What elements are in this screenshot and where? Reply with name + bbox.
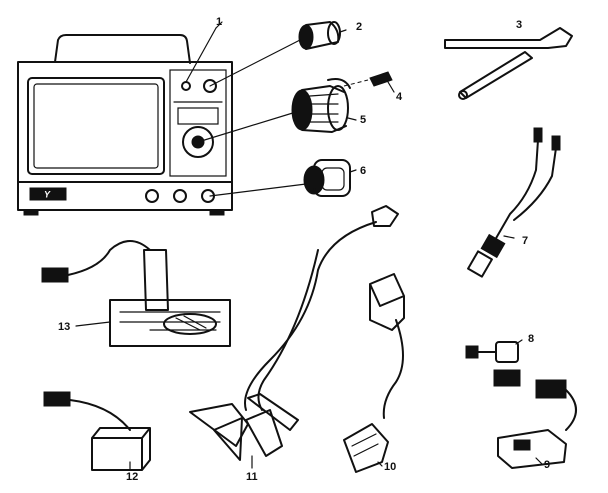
- knob-cap-part: [298, 21, 341, 50]
- sensor-harness-part: [41, 240, 231, 347]
- brand-mark: Y: [44, 190, 51, 200]
- y-cable-part: [467, 127, 561, 278]
- callout-1: 1: [216, 16, 222, 28]
- wrench-tool-part: [444, 27, 573, 100]
- callout-3: 3: [516, 19, 522, 31]
- brand-badge: [29, 187, 67, 201]
- callout-13: 13: [58, 321, 70, 333]
- lead-block-part: [43, 391, 151, 471]
- callout-10: 10: [384, 461, 396, 473]
- callout-12: 12: [126, 471, 138, 483]
- callout-4: 4: [396, 91, 403, 103]
- callout-7: 7: [522, 235, 528, 247]
- callout-5: 5: [360, 114, 366, 126]
- pickup-lead-part: [465, 341, 577, 469]
- square-knob-part: [303, 159, 351, 197]
- callout-8: 8: [528, 333, 534, 345]
- analyzer-unit: Y: [17, 34, 233, 216]
- large-knob-part: [291, 78, 351, 133]
- callout-2: 2: [356, 21, 362, 33]
- battery-clips-part: [189, 205, 399, 461]
- callout-11: 11: [246, 471, 258, 483]
- callout-6: 6: [360, 165, 366, 177]
- callout-9: 9: [544, 459, 550, 471]
- clip-part: [369, 71, 393, 87]
- inductive-clamp-part: [343, 273, 405, 473]
